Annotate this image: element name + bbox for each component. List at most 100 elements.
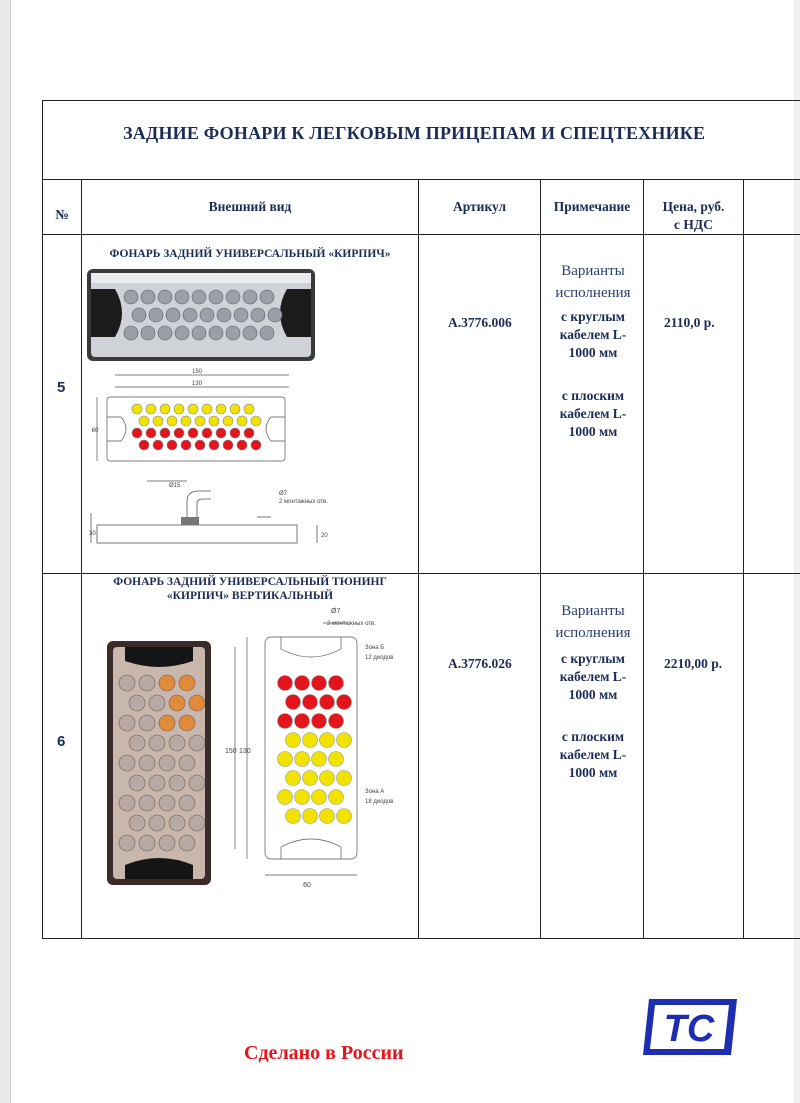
led-dot [191, 289, 207, 305]
led-dot [285, 808, 301, 824]
lamp-photo-vertical [107, 641, 211, 885]
header-num: № [55, 207, 69, 222]
led-dot [199, 307, 215, 323]
led-dot [131, 427, 143, 439]
variants-line: Варианты [561, 263, 625, 279]
led-dot [319, 732, 335, 748]
led-dot [138, 754, 156, 772]
led-dot [174, 289, 190, 305]
led-dot [173, 403, 185, 415]
led-dot [311, 675, 327, 691]
price-value: 2110,0 р. [664, 315, 715, 330]
dim-label: 150 [225, 748, 237, 755]
led-dot [250, 415, 262, 427]
variants-line: исполнения [555, 625, 631, 641]
led-dot [182, 307, 198, 323]
page-edge-right [794, 0, 800, 1103]
led-dot [128, 814, 146, 832]
led-dot [138, 439, 150, 451]
dim-label: Ø15 [169, 483, 181, 489]
header-price-line1: Цена, руб. [662, 199, 725, 214]
led-dot [215, 427, 227, 439]
dim-label: Зона А [365, 789, 384, 795]
led-dot [158, 834, 176, 852]
logo-text: TC [664, 1008, 715, 1050]
led-dot [152, 415, 164, 427]
option-line: с плоским [561, 729, 625, 744]
dim-label: 2 монтажных отв. [279, 499, 328, 505]
led-dot [201, 427, 213, 439]
led-dot [294, 713, 310, 729]
dim-label: 130 [192, 381, 203, 387]
led-dot [319, 808, 335, 824]
col-divider [540, 179, 541, 939]
led-dot [165, 307, 181, 323]
option-line: 1000 мм [568, 424, 618, 439]
led-dot [311, 713, 327, 729]
lamp-drawing-side: Ø15 Ø7 2 монтажных отв. 30 20 [89, 480, 328, 544]
dim-label: 20 [321, 533, 328, 539]
option-line: кабелем L- [559, 406, 627, 421]
led-dot [311, 789, 327, 805]
led-dot [277, 789, 293, 805]
led-dot [148, 774, 166, 792]
led-dot [216, 307, 232, 323]
led-dot [336, 732, 352, 748]
led-dot [222, 415, 234, 427]
dim-label: 2 монтажных отв. [327, 621, 376, 627]
led-dot [328, 751, 344, 767]
row-number: 5 [57, 379, 66, 396]
led-dot [138, 794, 156, 812]
led-dot [302, 732, 318, 748]
led-dot [250, 439, 262, 451]
led-dot [336, 694, 352, 710]
led-dot [118, 794, 136, 812]
led-dot [229, 403, 241, 415]
option-round-cable: с круглым кабелем L- 1000 мм [543, 650, 643, 704]
led-dot [157, 325, 173, 341]
variants-line: исполнения [555, 285, 631, 301]
led-dot [328, 675, 344, 691]
led-dot [178, 714, 196, 732]
col-divider [743, 179, 744, 939]
row-divider [43, 573, 800, 574]
led-dot [277, 751, 293, 767]
led-dot [168, 734, 186, 752]
led-cluster [118, 674, 206, 852]
led-dot [178, 674, 196, 692]
led-diagram [131, 403, 262, 451]
header-appearance: Внешний вид [208, 199, 292, 214]
product-name: ФОНАРЬ ЗАДНИЙ УНИВЕРСАЛЬНЫЙ ТЮНИНГ «КИРП… [82, 575, 418, 603]
led-dot [277, 713, 293, 729]
led-dot [259, 289, 275, 305]
led-dot [208, 415, 220, 427]
dim-label: 30 [89, 531, 96, 537]
led-dot [118, 834, 136, 852]
dim-label: 18 диодов [365, 799, 393, 805]
dim-label: 60 [92, 428, 99, 434]
col-divider [418, 179, 419, 939]
dim-label: Ø7 [331, 608, 340, 615]
header-article: Артикул [452, 199, 507, 214]
led-dot [236, 439, 248, 451]
led-dot [294, 751, 310, 767]
variants-label: Варианты исполнения [543, 260, 643, 304]
led-diagram [277, 675, 352, 824]
led-dot [123, 325, 139, 341]
price-value: 2210,00 р. [664, 656, 723, 671]
led-dot [194, 439, 206, 451]
led-dot [336, 808, 352, 824]
led-dot [168, 814, 186, 832]
led-dot [159, 403, 171, 415]
made-in-russia: Сделано в России [244, 1042, 404, 1064]
led-dot [148, 734, 166, 752]
led-dot [208, 289, 224, 305]
led-dot [243, 427, 255, 439]
led-dot [328, 789, 344, 805]
option-line: кабелем L- [559, 747, 627, 762]
led-dot [233, 307, 249, 323]
led-dot [215, 403, 227, 415]
led-dot [118, 674, 136, 692]
led-dot [138, 674, 156, 692]
option-line: с круглым [561, 309, 625, 324]
